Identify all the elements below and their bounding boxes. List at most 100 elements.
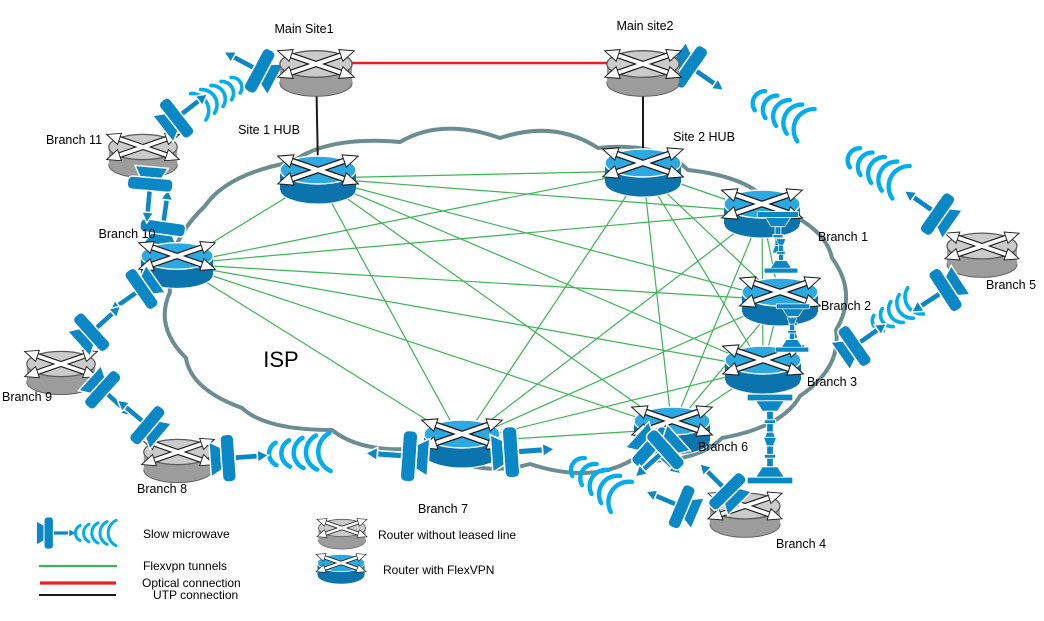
router-arrow xyxy=(786,361,805,376)
horn-antenna xyxy=(746,436,794,485)
dish-part xyxy=(857,326,881,346)
router-arrow xyxy=(630,405,649,420)
router-main-site2 xyxy=(603,49,683,97)
flexvpn-tunnel xyxy=(176,263,673,430)
router-arrow xyxy=(276,171,295,186)
label-branch6: Branch 6 xyxy=(698,440,748,454)
router-arrow xyxy=(766,507,784,521)
router-arrow-line xyxy=(735,193,789,215)
dish-part xyxy=(376,449,403,460)
router-branch10 xyxy=(137,241,217,289)
router-arrow xyxy=(355,553,367,562)
router-arrow xyxy=(603,49,621,63)
legend-router-label-plain: Router without leased line xyxy=(378,528,516,542)
dish-part xyxy=(704,468,726,490)
wave-arc xyxy=(578,461,599,488)
dish-antenna xyxy=(116,399,173,451)
flexvpn-tunnel xyxy=(461,299,781,443)
dish-antenna xyxy=(910,263,972,313)
router-arrow xyxy=(603,65,621,79)
router-arrow-line xyxy=(151,245,203,267)
label-branch11: Branch 11 xyxy=(46,133,102,147)
wave-arc xyxy=(188,91,211,122)
router-arrow xyxy=(738,276,757,291)
flexvpn-tunnel xyxy=(176,170,644,265)
dish-part xyxy=(140,210,155,225)
wave-arc xyxy=(73,524,82,542)
router-arrow-line xyxy=(290,53,342,75)
dish-antenna xyxy=(644,483,706,531)
router-arrow xyxy=(23,365,41,379)
dish-part xyxy=(399,429,419,483)
dish-antenna xyxy=(207,433,271,483)
flexvpn-tunnel xyxy=(317,177,673,430)
wave-arc xyxy=(845,145,863,170)
dish-antenna xyxy=(698,462,753,517)
wave-arc xyxy=(878,306,895,329)
dish-part xyxy=(910,193,935,214)
dish-part xyxy=(644,489,660,503)
dish-antenna xyxy=(222,47,286,97)
label-branch5: Branch 5 xyxy=(986,278,1036,292)
router-arrow xyxy=(738,293,757,308)
dish-antenna xyxy=(902,189,964,241)
router-arrow-line xyxy=(645,410,699,432)
horn-part xyxy=(780,339,804,348)
router-arrow xyxy=(420,418,439,433)
flexvpn-tunnel xyxy=(317,177,763,213)
router-legend-flexvpn xyxy=(315,553,367,585)
wave-arc xyxy=(279,438,293,469)
router-branch5 xyxy=(943,231,1021,278)
flexvpn-tunnel xyxy=(461,211,763,443)
router-arrow xyxy=(199,241,217,255)
flexvpn-tunnel xyxy=(642,170,764,369)
legend-label-flexvpn: Flexvpn tunnels xyxy=(143,559,227,573)
router-arrow xyxy=(341,154,360,169)
dish-part xyxy=(93,310,116,332)
wave-arc xyxy=(106,518,118,548)
horn-part xyxy=(787,330,797,334)
horn-part xyxy=(763,267,799,274)
dish-part xyxy=(634,463,650,478)
dish-part xyxy=(709,77,726,92)
microwave-waves xyxy=(568,455,635,515)
label-branch10: Branch 10 xyxy=(99,227,156,241)
legend-label-optical: Optical connection xyxy=(142,576,241,590)
router-arrow xyxy=(105,132,123,146)
router-arrow xyxy=(315,553,327,562)
wave-arc xyxy=(266,440,279,468)
router-site1-hub xyxy=(276,154,360,205)
router-arrow xyxy=(338,65,356,79)
router-arrow xyxy=(276,49,294,63)
wave-arc xyxy=(316,430,333,474)
wave-arc xyxy=(291,435,306,471)
dish-part xyxy=(698,462,713,477)
horn-part xyxy=(774,346,810,353)
dish-part xyxy=(902,189,919,204)
label-branch3: Branch 3 xyxy=(807,375,857,389)
wave-arc xyxy=(229,75,244,95)
horn-part xyxy=(764,216,792,228)
dish-antenna xyxy=(634,423,692,478)
flexvpn-tunnel xyxy=(176,211,763,265)
wave-arc xyxy=(781,102,805,136)
flexvpn-tunnel xyxy=(176,263,463,443)
isp-label: ISP xyxy=(263,347,298,372)
horn-part xyxy=(754,400,786,412)
dish-part xyxy=(178,97,202,118)
dish-part xyxy=(918,290,943,310)
legend-item-microwave: Slow microwave xyxy=(35,516,230,550)
router-arrow-line xyxy=(154,442,202,462)
legend-label-microwave: Slow microwave xyxy=(143,527,230,541)
router-site2-hub xyxy=(601,147,685,198)
router-arrow-line xyxy=(325,521,359,535)
dish-part xyxy=(501,425,521,479)
dish-part xyxy=(363,445,379,463)
router-branch2 xyxy=(738,276,822,327)
wave-arc xyxy=(606,479,635,515)
isp-cloud xyxy=(162,126,848,476)
flexvpn-tunnel xyxy=(317,177,463,443)
wave-arc xyxy=(303,433,320,472)
